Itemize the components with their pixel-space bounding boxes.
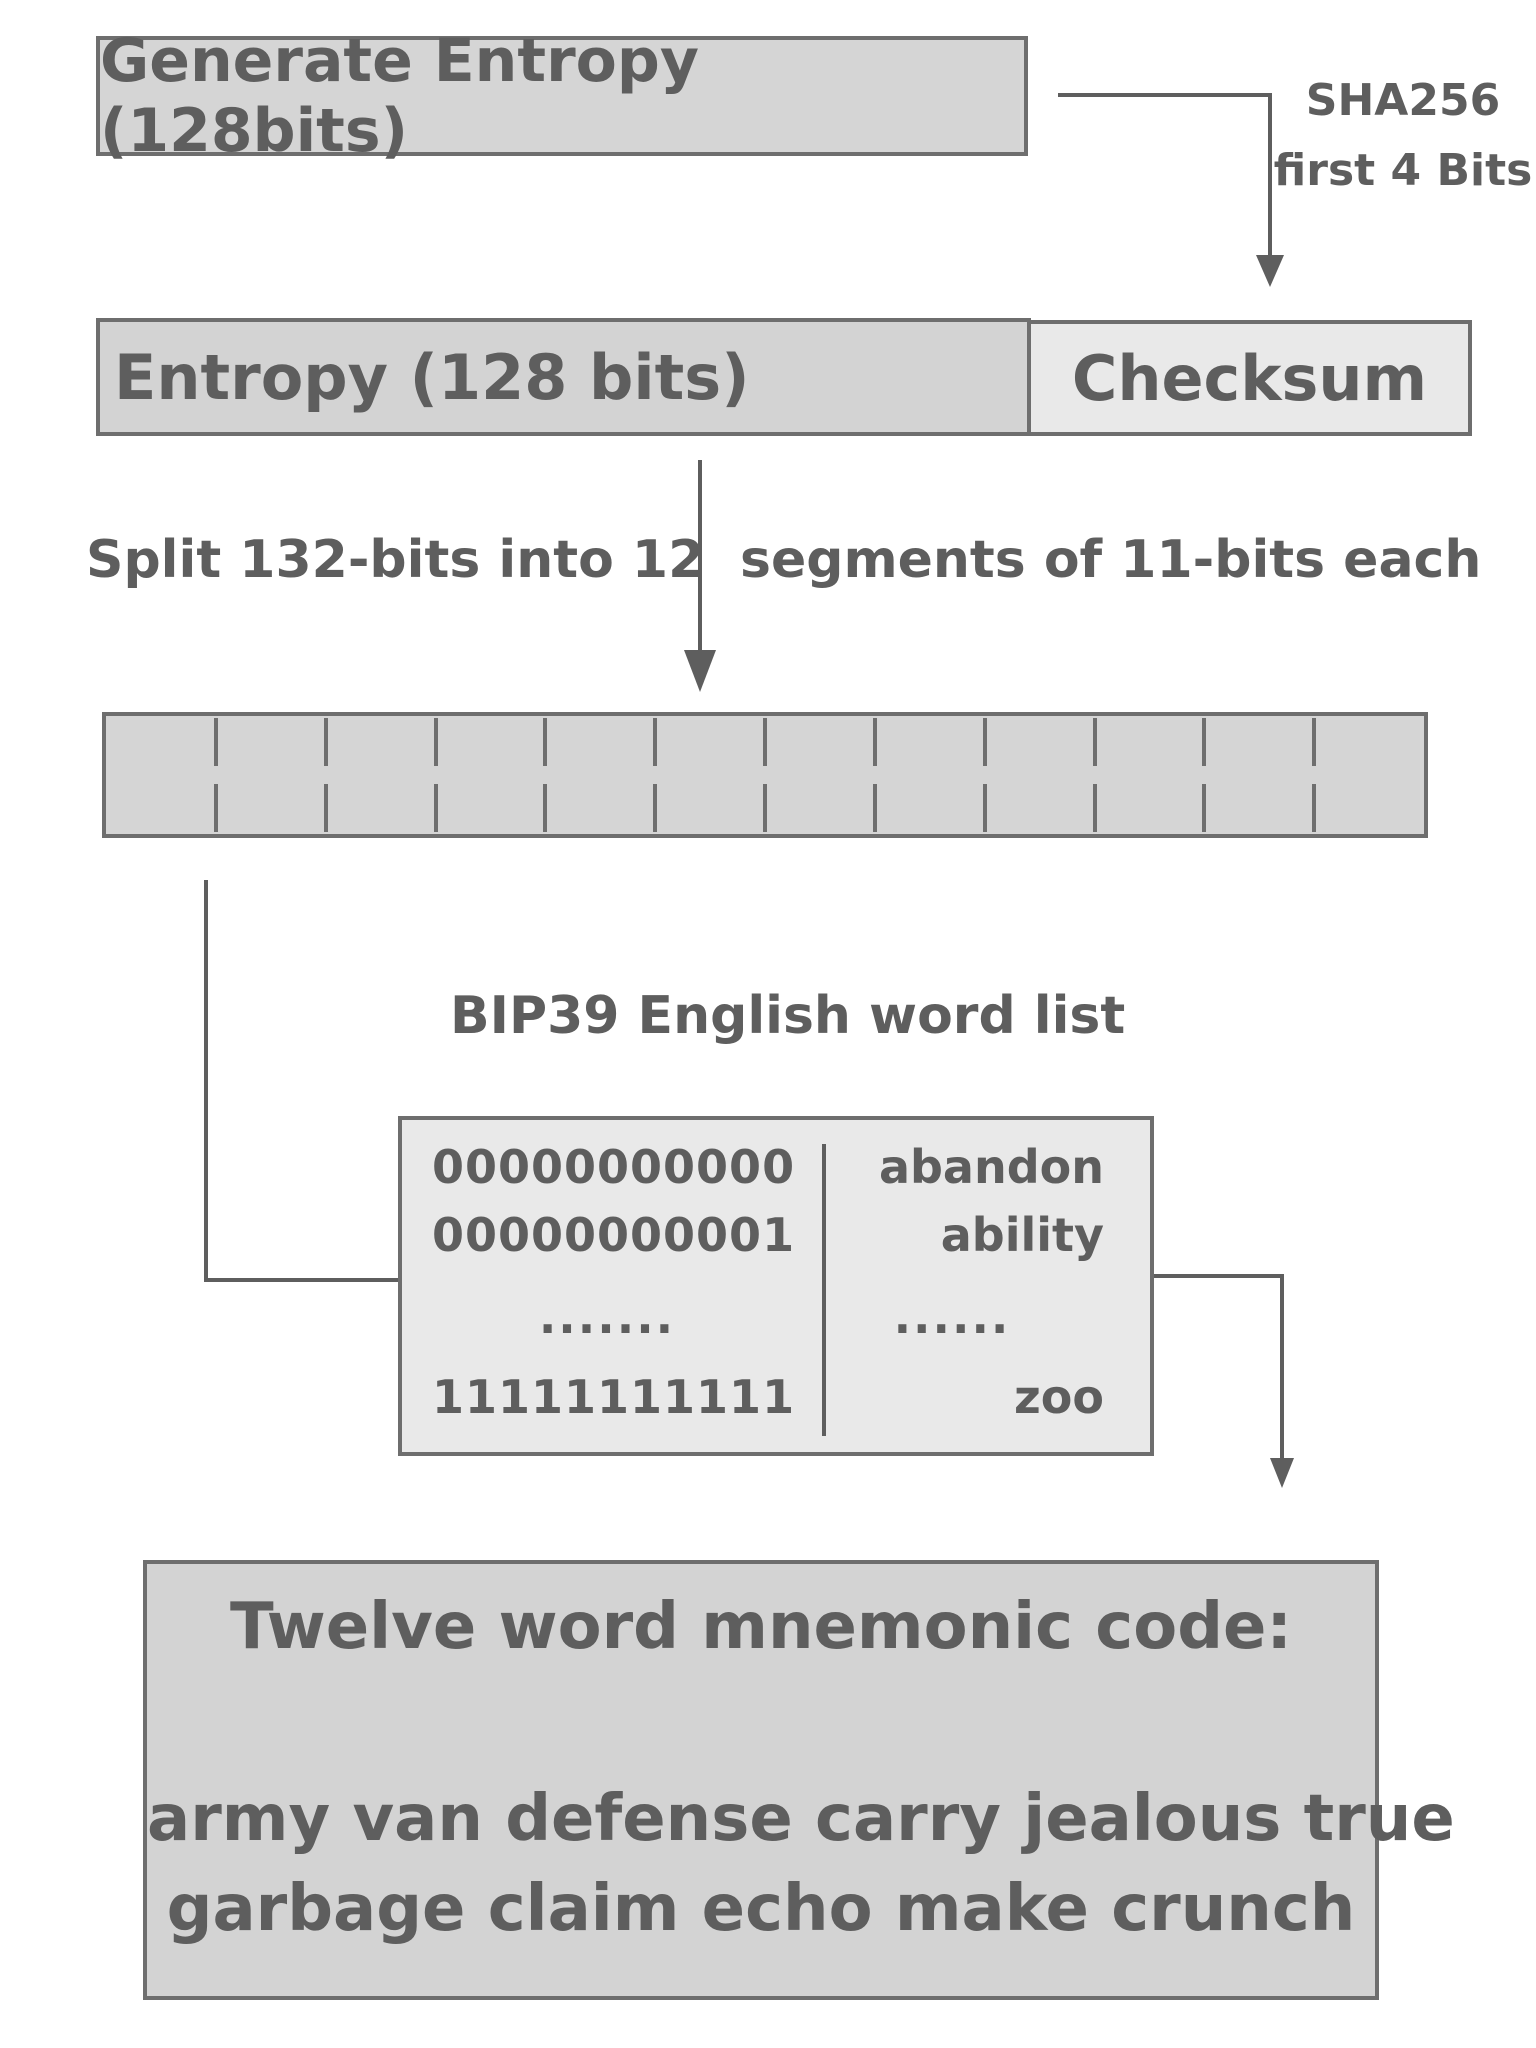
segment-divider xyxy=(434,718,438,832)
wordlist-column-divider xyxy=(822,1144,826,1436)
wordlist-word-second: ability xyxy=(940,1208,1104,1262)
entropy-box: Entropy (128 bits) xyxy=(96,318,1031,436)
segment-divider xyxy=(324,718,328,832)
output-arrow-head xyxy=(1270,1458,1294,1488)
lookup-connector-line xyxy=(204,880,398,1282)
segment-divider xyxy=(653,718,657,832)
wordlist-word-ellipsis: ...... xyxy=(893,1290,1011,1344)
mnemonic-line-1: army van defense carry jealous true xyxy=(147,1782,1455,1856)
wordlist-word-first: abandon xyxy=(878,1140,1104,1194)
segment-divider xyxy=(1202,718,1206,832)
wordlist-box: 00000000000 00000000001 ....... 11111111… xyxy=(398,1116,1154,1456)
mnemonic-line-2: garbage claim echo make crunch xyxy=(166,1872,1356,1946)
sha256-arrow-head xyxy=(1256,255,1284,287)
checksum-label: Checksum xyxy=(1071,341,1428,415)
wordlist-word-last: zoo xyxy=(1014,1370,1104,1424)
sha256-connector-line xyxy=(1058,93,1272,255)
mnemonic-box: Twelve word mnemonic code: army van defe… xyxy=(143,1560,1455,2000)
segment-divider xyxy=(214,718,218,832)
wordlist-bits-ellipsis: ....... xyxy=(538,1290,676,1344)
wordlist-bits-first: 00000000000 xyxy=(432,1140,796,1194)
wordlist-bits-last: 11111111111 xyxy=(432,1370,796,1424)
generate-entropy-box: Generate Entropy (128bits) xyxy=(96,26,1028,166)
split-label-left: Split 132-bits into 12 xyxy=(86,530,705,590)
segment-divider xyxy=(543,718,547,832)
checksum-box: Checksum xyxy=(1027,320,1472,436)
entropy-label: Entropy (128 bits) xyxy=(114,340,750,414)
segment-divider xyxy=(763,718,767,832)
sha256-label: SHA256 first 4 Bits xyxy=(1270,66,1536,207)
segment-divider xyxy=(1093,718,1097,832)
sha256-label-line1: SHA256 xyxy=(1305,75,1501,126)
wordlist-title: BIP39 English word list xyxy=(450,986,1126,1046)
segment-divider xyxy=(1312,718,1316,832)
mnemonic-title: Twelve word mnemonic code: xyxy=(230,1590,1292,1664)
segments-bar xyxy=(102,712,1428,838)
split-arrow-head xyxy=(684,650,716,692)
output-connector-line xyxy=(1154,1274,1284,1462)
segment-divider xyxy=(983,718,987,832)
sha256-label-line2: first 4 Bits xyxy=(1273,145,1533,197)
generate-entropy-label: Generate Entropy (128bits) xyxy=(100,26,699,166)
split-label-right: segments of 11-bits each xyxy=(740,530,1482,590)
segment-divider xyxy=(873,718,877,832)
wordlist-bits-second: 00000000001 xyxy=(432,1208,796,1262)
